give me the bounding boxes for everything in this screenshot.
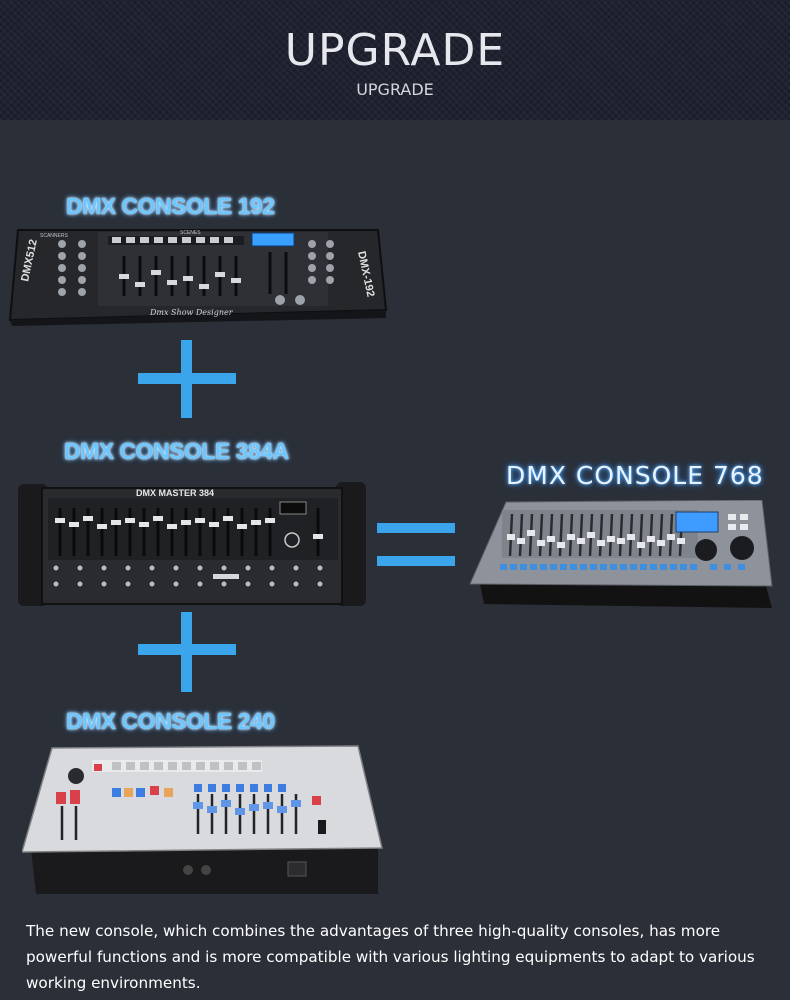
page-title: UPGRADE <box>284 25 506 76</box>
console-192-text-scanners: SCANNERS <box>40 233 68 239</box>
console-240-image <box>22 745 383 894</box>
console-768-image <box>469 500 773 608</box>
label-console-192: DMX CONSOLE 192 <box>66 193 275 219</box>
label-console-240: DMX CONSOLE 240 <box>66 708 275 734</box>
console-384a-text-master: DMX MASTER 384 <box>136 488 214 498</box>
page-subtitle: UPGRADE <box>356 80 434 99</box>
label-console-384a: DMX CONSOLE 384A <box>64 438 289 464</box>
console-192-text-scenes: SCENES <box>180 230 201 236</box>
description-text: The new console, which combines the adva… <box>26 922 755 992</box>
console-192-image: DMX512 DMX-192 SCANNERS SCENES Dmx Show … <box>8 229 388 326</box>
console-192-text-show-designer: Dmx Show Designer <box>149 308 234 317</box>
label-console-768: DMX CONSOLE 768 <box>506 461 764 490</box>
console-384a-image: DMX MASTER 384 <box>18 482 366 606</box>
header-banner <box>0 0 790 120</box>
